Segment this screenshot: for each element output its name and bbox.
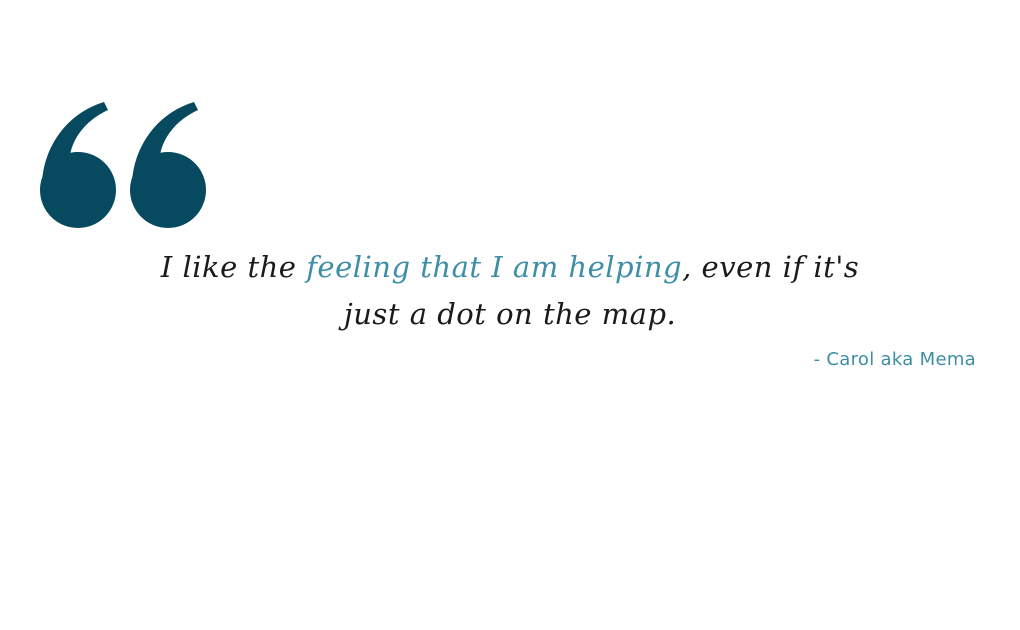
quote-text: I like the feeling that I am helping, ev… <box>0 244 1020 338</box>
quote-line-1-end: , even if it's <box>682 250 860 284</box>
quote-attribution: - Carol aka Mema <box>813 349 976 370</box>
quote-line-1: I like the feeling that I am helping, ev… <box>0 244 1020 291</box>
quote-highlight: feeling that I am helping <box>306 250 683 284</box>
quote-line-2: just a dot on the map. <box>343 297 677 331</box>
open-quote-icon <box>40 102 206 228</box>
quote-line-1-start: I like the <box>160 250 307 284</box>
